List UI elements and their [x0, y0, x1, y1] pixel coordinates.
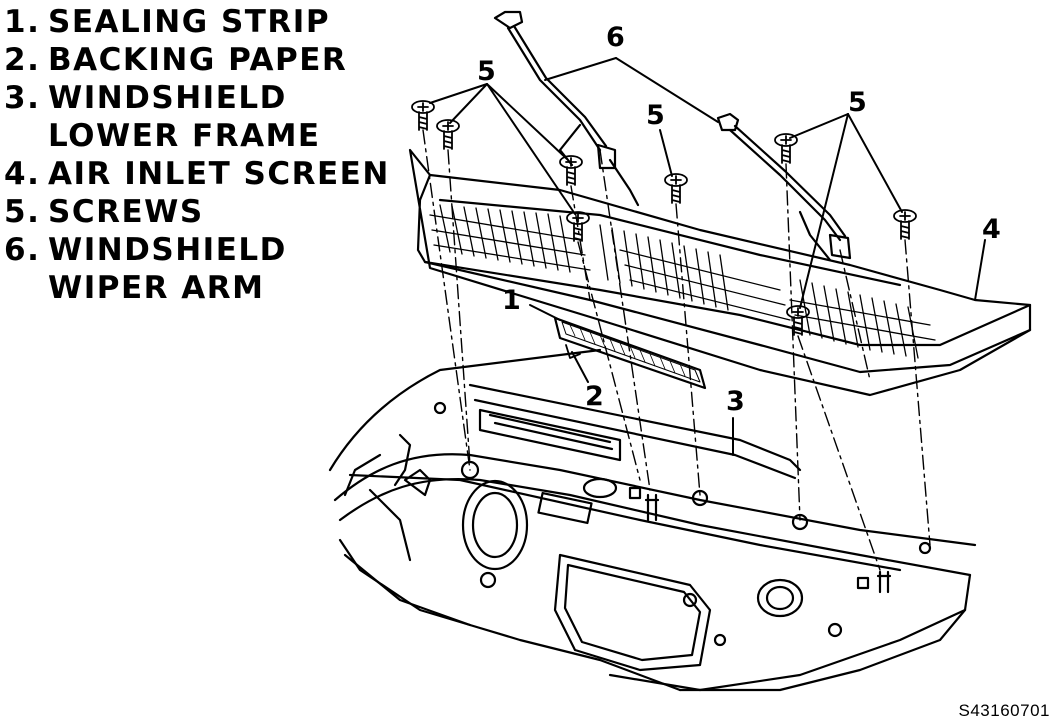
- alignment-lines: [422, 129, 931, 571]
- screw-e: [664, 173, 688, 204]
- legend-item-1: 1. SEALING STRIP: [0, 4, 329, 42]
- leader-lines: [429, 57, 986, 456]
- callout-1: 1: [502, 285, 521, 316]
- legend-number: 6.: [4, 232, 41, 268]
- wiper-arm-left: [493, 10, 640, 207]
- legend-number: 2.: [4, 42, 41, 78]
- callout-5-right: 5: [848, 87, 867, 118]
- parts-legend: 1. SEALING STRIP 2. BACKING PAPER 3. WIN…: [0, 4, 388, 308]
- legend-number: 5.: [4, 194, 41, 230]
- screw-g: [893, 209, 917, 240]
- legend-item-2: 2. BACKING PAPER: [0, 42, 346, 80]
- legend-number: 3.: [4, 80, 41, 116]
- legend-item-4: 4. AIR INLET SCREEN: [0, 156, 388, 194]
- legend-number: 4.: [4, 156, 41, 192]
- screw-b: [436, 119, 460, 150]
- legend-label: SCREWS: [48, 194, 204, 230]
- screw-d: [566, 211, 590, 242]
- legend-number: 1.: [4, 4, 41, 40]
- air-inlet-screen: [408, 148, 1032, 397]
- legend-item-6: 6. WINDSHIELD: [0, 232, 321, 270]
- callout-5-center: 5: [646, 100, 665, 131]
- legend-item-3: 3. WINDSHIELD: [0, 80, 321, 118]
- legend-item-3-continued: LOWER FRAME: [48, 118, 321, 154]
- cowl-body-structure: [328, 348, 977, 692]
- screw-a: [411, 100, 435, 131]
- callout-3: 3: [726, 386, 745, 417]
- callout-5-left: 5: [477, 56, 496, 87]
- legend-item-5: 5. SCREWS: [0, 194, 321, 232]
- screw-c: [559, 155, 583, 186]
- legend-label: WINDSHIELD: [48, 80, 287, 116]
- sealing-strip: [553, 316, 707, 390]
- inlet-screen-slots: [429, 204, 936, 359]
- screw-f: [774, 133, 798, 164]
- legend-label: AIR INLET SCREEN: [48, 156, 390, 192]
- callout-6: 6: [606, 22, 625, 53]
- screw-set: [411, 100, 917, 336]
- legend-label: BACKING PAPER: [48, 42, 348, 78]
- legend-label: SEALING STRIP: [48, 4, 331, 40]
- legend-label: WINDSHIELD: [48, 232, 287, 268]
- screw-h: [786, 305, 810, 336]
- callout-4: 4: [982, 214, 1001, 245]
- backing-paper: [565, 344, 581, 359]
- callout-2: 2: [585, 381, 604, 412]
- wiper-arm-right: [716, 112, 852, 262]
- legend-item-6-continued: WIPER ARM: [48, 270, 265, 306]
- figure-id: S43160701: [958, 701, 1050, 720]
